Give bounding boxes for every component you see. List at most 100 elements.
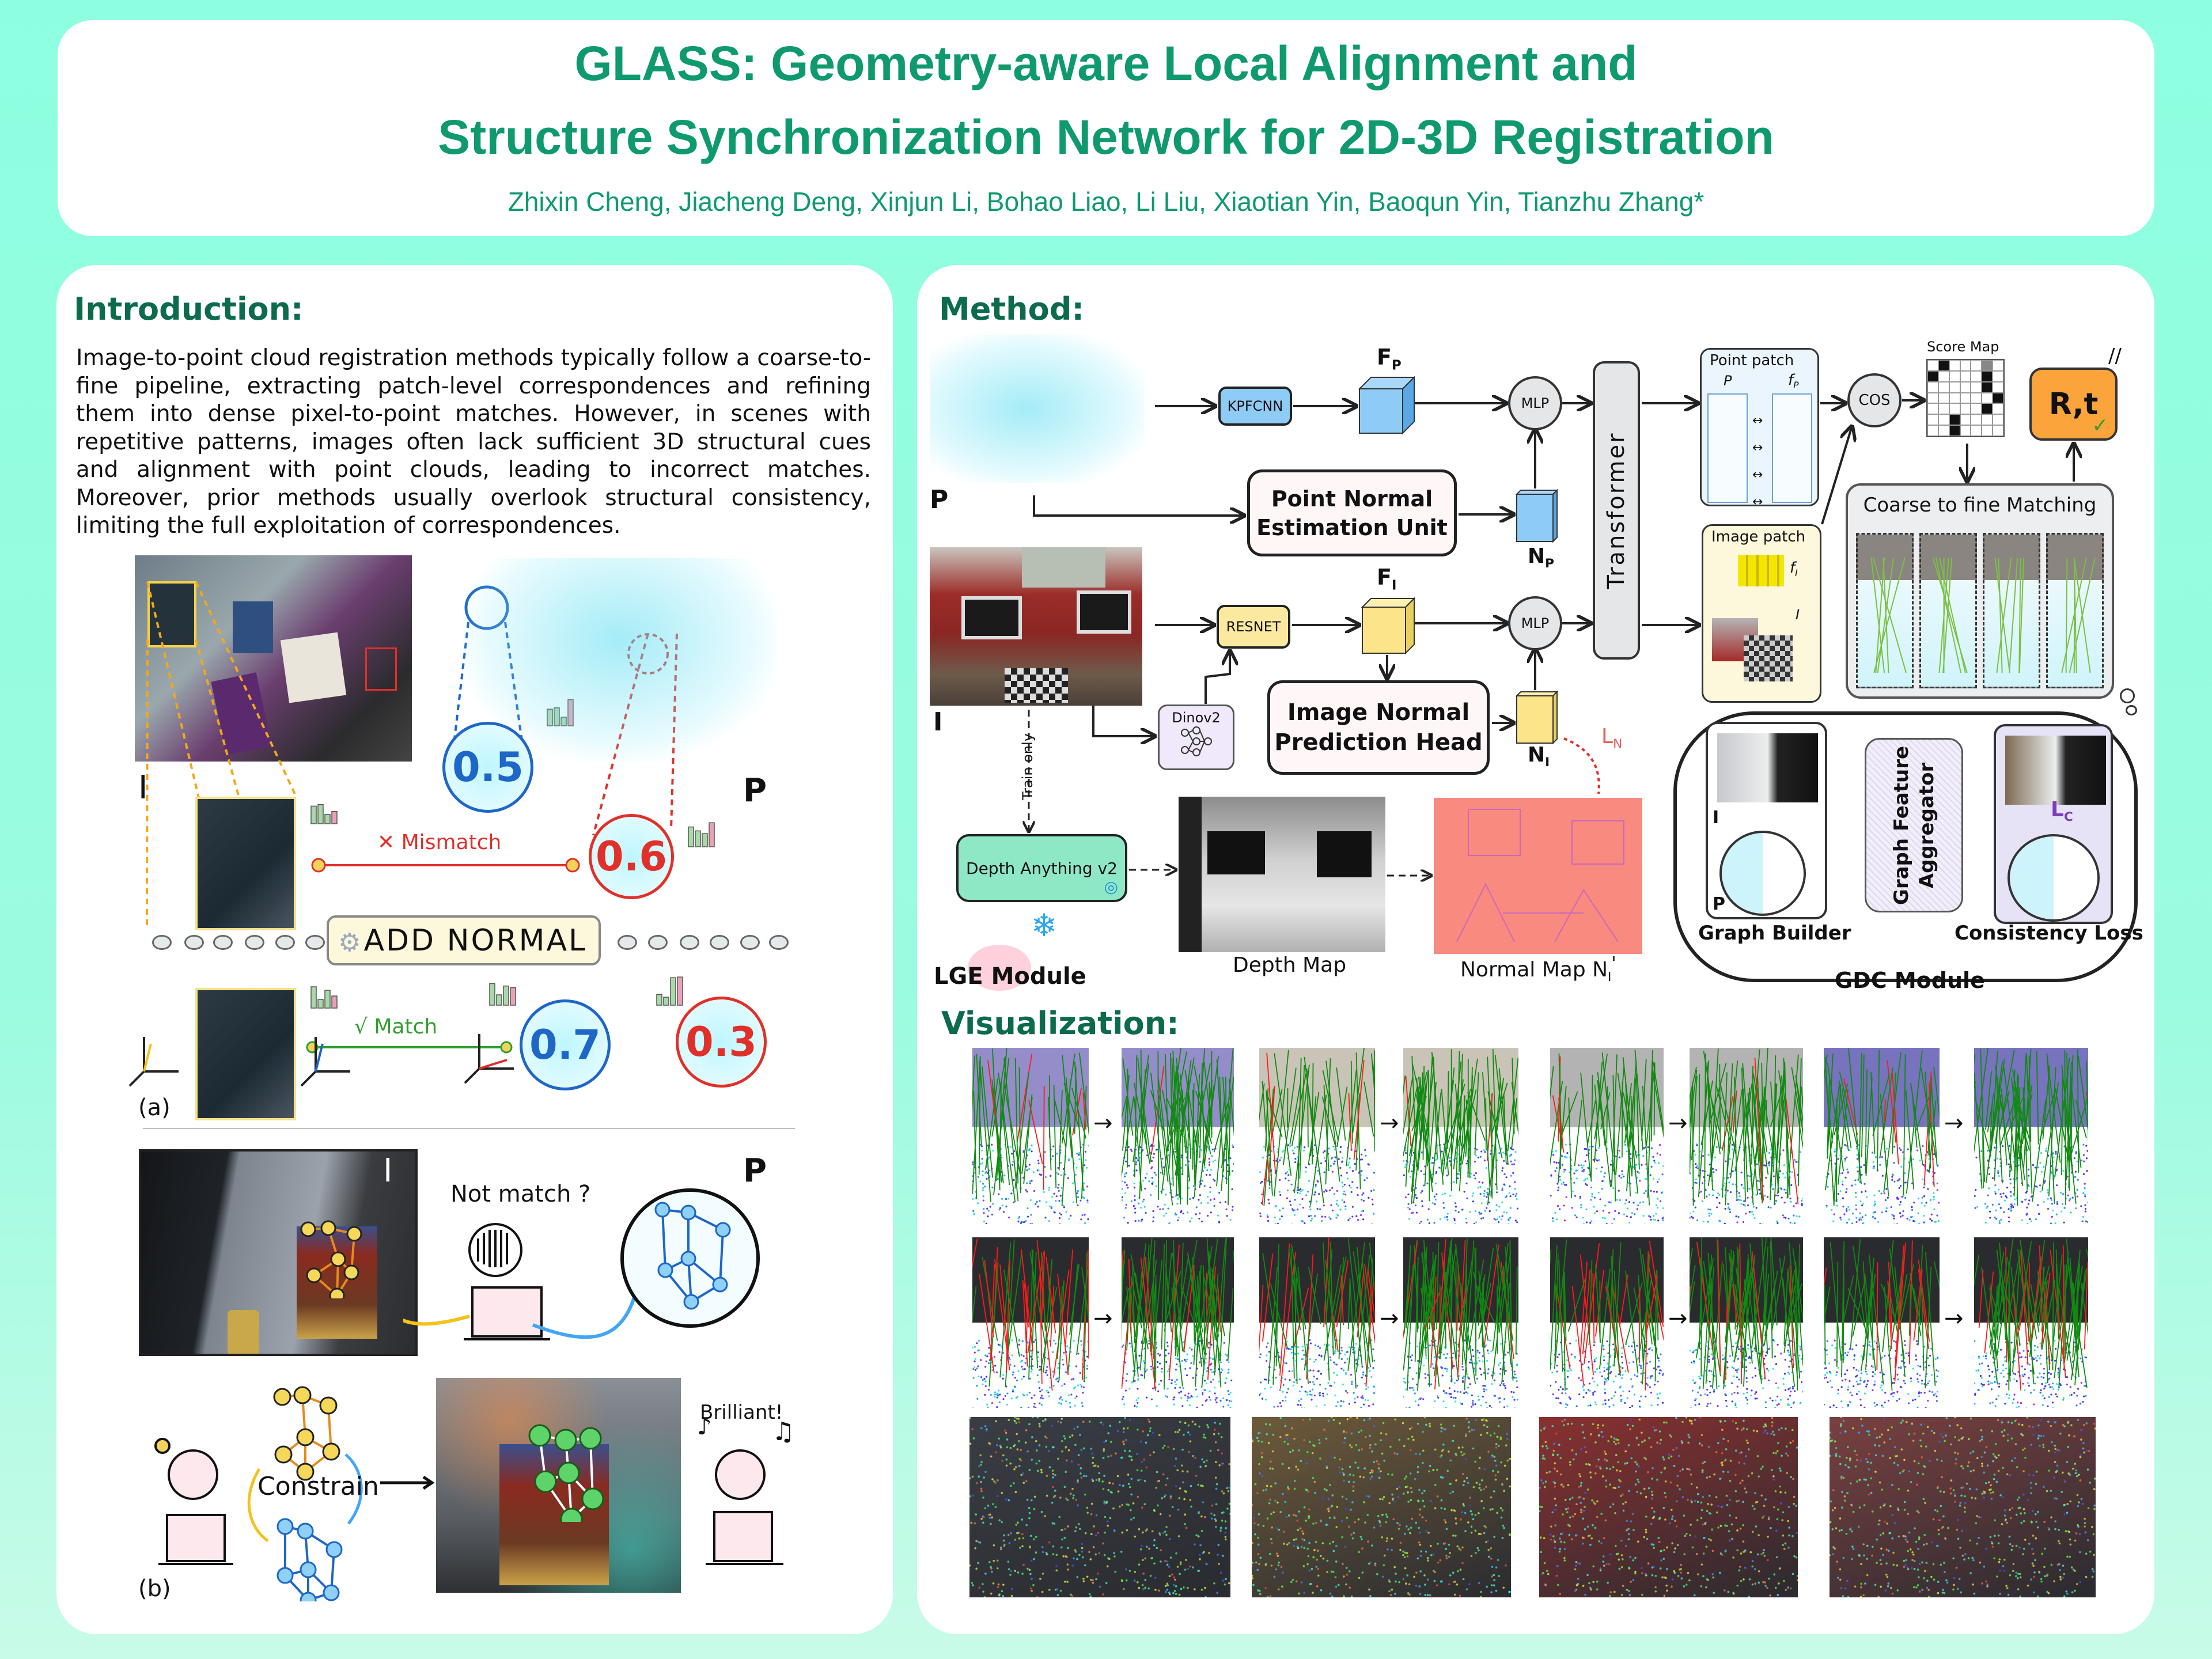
- pink-cloud-decoration: [968, 945, 1031, 991]
- book-crop-1: [195, 797, 296, 930]
- coarse-to-fine-matching-panel: Coarse to fine Matching: [1846, 483, 2114, 699]
- separator-dot: [710, 935, 729, 950]
- score-cell: [1971, 381, 1982, 393]
- normal-map-label: Normal Map NI': [1460, 953, 1616, 985]
- label-Fi: FI: [1377, 565, 1397, 593]
- score-cell: [1927, 414, 1938, 426]
- registration-result-baseline: [1824, 1048, 1940, 1224]
- score-cell: [1993, 381, 2003, 393]
- constrain-arrow-yellow: [247, 1468, 269, 1543]
- right-arrow-icon: [380, 1475, 435, 1490]
- consistency-loss-label: Consistency Loss: [1955, 922, 2143, 945]
- brilliant-label: Brilliant!: [700, 1401, 783, 1424]
- matching-example: [1983, 533, 2040, 688]
- point-cloud-image: [463, 558, 777, 762]
- axis-icons: [128, 1034, 514, 1087]
- score-cell: [1927, 392, 1938, 404]
- score-cell: [1971, 414, 1982, 426]
- fig-a-label-P: P: [743, 772, 767, 809]
- registration-result-ours: [1974, 1237, 2088, 1408]
- point-cloud-overlay-result: [969, 1417, 1230, 1597]
- separator-dot: [245, 935, 264, 950]
- fig-a-caption: (a): [138, 1094, 171, 1121]
- green-graph: [528, 1424, 604, 1522]
- confused-person-icon: [464, 1223, 550, 1340]
- score-circle-0.5: 0.5: [442, 722, 533, 813]
- svg-text:♫: ♫: [772, 1417, 794, 1446]
- feature-patch-column: [1772, 393, 1812, 503]
- mini-bar-chart: [688, 822, 715, 847]
- mlp-node-top: MLP: [1508, 376, 1562, 430]
- registration-result-ours: [1122, 1048, 1234, 1224]
- pose-output-Rt: R,t ✓: [2029, 368, 2118, 441]
- score-cell: [1993, 414, 2003, 426]
- registration-result-baseline: [972, 1237, 1089, 1408]
- normal-map-image: [1434, 798, 1642, 954]
- method-heading: Method:: [939, 291, 1084, 327]
- fig-b-drawings: [403, 1188, 760, 1340]
- image-graph: [300, 1220, 362, 1298]
- gdc-module-label: GDC Module: [1835, 968, 1985, 993]
- cosine-node: COS: [1847, 373, 1902, 427]
- graph-builder-panel: I P: [1706, 722, 1827, 919]
- registration-result-ours: [1690, 1237, 1803, 1408]
- constrain-arrow-blue: [344, 1453, 363, 1525]
- score-cell: [1993, 360, 2003, 371]
- matching-example: [1856, 533, 1914, 688]
- label-LN: LN: [1601, 725, 1623, 752]
- yellow-graph: [273, 1386, 340, 1481]
- mini-bar-chart: [656, 976, 683, 1006]
- intro-heading: Introduction:: [74, 291, 304, 327]
- registration-result-baseline: [1550, 1237, 1664, 1408]
- feature-cube-Fp: [1358, 376, 1416, 435]
- registration-result-baseline: [1824, 1237, 1940, 1408]
- separator-dot: [618, 935, 637, 950]
- normal-cube-Np: [1515, 488, 1559, 543]
- registration-result-ours: [1403, 1237, 1518, 1408]
- matching-example: [1919, 533, 1977, 688]
- registration-result-ours: [1690, 1048, 1803, 1224]
- score-cell: [1949, 381, 1960, 393]
- zoom-guide-lines: [146, 581, 298, 928]
- score-cell: [1949, 414, 1960, 426]
- yellow-arrow: [403, 1315, 470, 1326]
- idea-person-icon: [154, 1438, 233, 1565]
- right-arrow-icon: →: [1093, 1305, 1113, 1332]
- fig-a-label-I: I: [138, 769, 148, 806]
- gear-wrench-icon: ⚙: [338, 928, 363, 957]
- depth-map-label: Depth Map: [1233, 953, 1347, 977]
- score-cell: [1960, 392, 1971, 404]
- input-point-cloud: [930, 334, 1144, 483]
- right-arrow-icon: →: [1380, 1109, 1399, 1137]
- cereal-image: [139, 1149, 418, 1356]
- visualization-heading: Visualization:: [941, 1005, 1179, 1041]
- score-cell: [1982, 403, 1993, 415]
- depth-map-image: [1179, 797, 1385, 952]
- score-cell: [1938, 414, 1949, 426]
- mlp-node-bottom: MLP: [1508, 596, 1562, 650]
- label-Fp: FP: [1377, 344, 1402, 373]
- right-arrow-icon: →: [1668, 1305, 1688, 1332]
- score-cell: [1993, 403, 2003, 415]
- registration-result-baseline: [1259, 1237, 1375, 1408]
- svg-text:♪: ♪: [697, 1414, 712, 1440]
- double-arrows: ↔↔↔↔: [1752, 414, 1763, 509]
- fig-b-label-I: I: [383, 1152, 393, 1190]
- registration-result-baseline: [972, 1048, 1089, 1224]
- blue-graph: [276, 1518, 343, 1601]
- registration-result-ours: [1403, 1048, 1518, 1224]
- score-cell: [1960, 414, 1971, 426]
- label-Np: NP: [1528, 544, 1554, 571]
- resnet-block: RESNET: [1217, 605, 1290, 649]
- point-cloud-graph-circle: [620, 1188, 760, 1328]
- checkmark-icon: ✓: [2092, 414, 2109, 437]
- score-cell: [1971, 370, 1982, 382]
- separator-dot: [680, 935, 699, 950]
- score-cell: [1949, 392, 1960, 404]
- title-line-1: GLASS: Geometry-aware Local Alignment an…: [574, 36, 1638, 90]
- score-cell: [1971, 360, 1982, 371]
- yellow-feature-stack: [1738, 555, 1784, 586]
- score-circle-0.6: 0.6: [589, 814, 674, 899]
- not-match-label: Not match ?: [450, 1181, 591, 1207]
